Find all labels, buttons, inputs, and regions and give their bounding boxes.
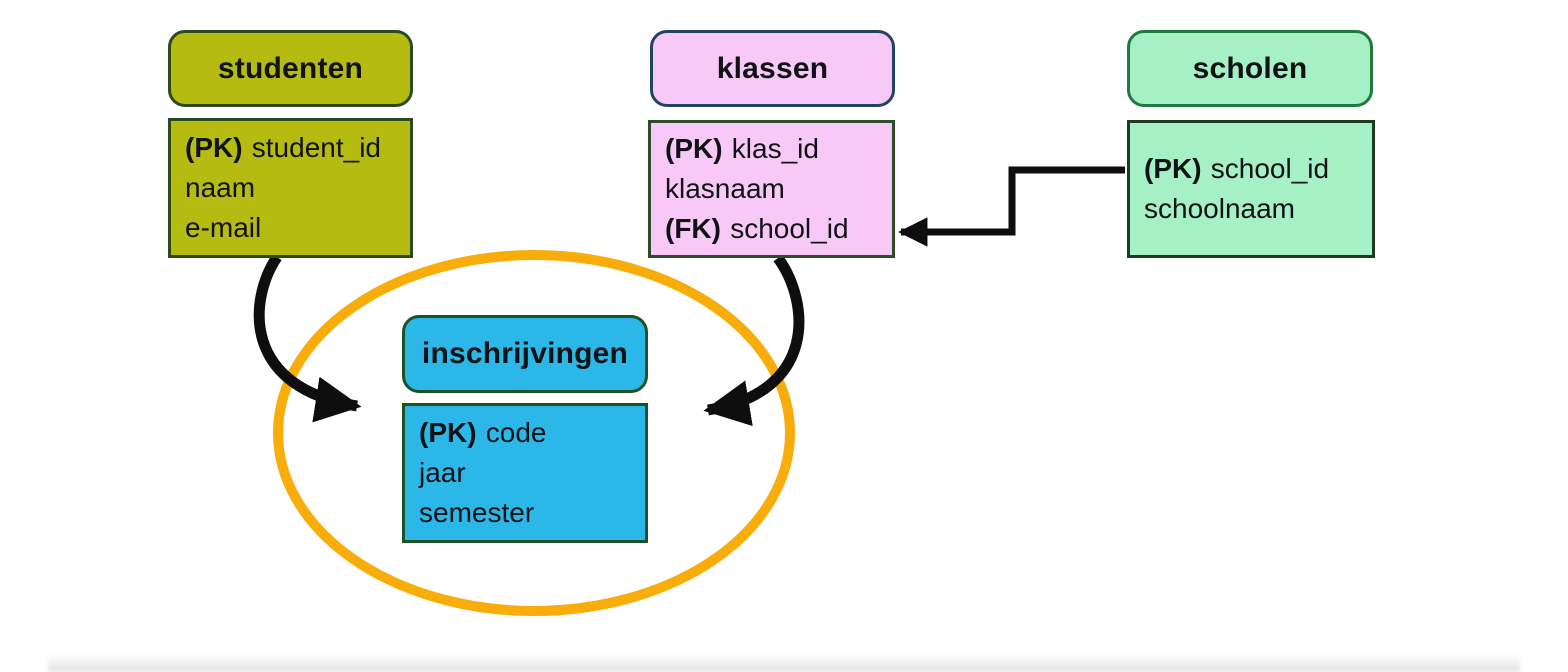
table-header-inschrijvingen: inschrijvingen	[402, 315, 648, 393]
table-title-inschrijvingen: inschrijvingen	[421, 337, 629, 370]
field-row: (PK) klas_id	[665, 129, 892, 169]
table-title-klassen: klassen	[716, 51, 829, 85]
field-key-prefix: (PK)	[185, 132, 243, 163]
field-row: (PK) student_id	[185, 128, 410, 168]
field-name: semester	[419, 497, 535, 528]
field-name: school_id	[1210, 153, 1330, 184]
field-name: e-mail	[185, 212, 262, 243]
field-name: klasnaam	[665, 173, 785, 204]
field-name: naam	[185, 172, 256, 203]
field-name: code	[485, 417, 547, 448]
field-row: semester	[419, 493, 645, 533]
table-fields-studenten: (PK) student_id naam e-mail	[168, 118, 413, 258]
studenten-to-inschrijvingen-arrow	[253, 253, 362, 423]
field-name: schoolnaam	[1144, 193, 1295, 224]
field-key-prefix: (FK)	[665, 213, 721, 244]
table-header-scholen: scholen	[1127, 30, 1373, 107]
field-key-prefix: (PK)	[1144, 153, 1202, 184]
table-header-studenten: studenten	[168, 30, 413, 107]
field-row: e-mail	[185, 208, 410, 248]
table-fields-scholen: (PK) school_id schoolnaam	[1127, 120, 1375, 258]
field-row: (FK) school_id	[665, 209, 892, 249]
field-row: (PK) school_id	[1144, 149, 1372, 189]
junction-highlight-ellipse	[273, 250, 795, 616]
field-name: student_id	[251, 132, 381, 163]
bottom-shadow-artifact	[48, 654, 1520, 672]
table-fields-klassen: (PK) klas_id klasnaam (FK) school_id	[648, 120, 895, 258]
field-name: klas_id	[731, 133, 819, 164]
table-title-scholen: scholen	[1192, 51, 1308, 85]
scholen-to-klassen-arrow	[898, 166, 1125, 247]
field-name: school_id	[730, 213, 849, 244]
field-row: (PK) code	[419, 413, 645, 453]
field-row: schoolnaam	[1144, 189, 1372, 229]
field-key-prefix: (PK)	[419, 417, 477, 448]
field-row: jaar	[419, 453, 645, 493]
table-title-studenten: studenten	[217, 51, 364, 85]
klassen-to-inschrijvingen-arrow	[703, 254, 805, 427]
field-row: naam	[185, 168, 410, 208]
field-row: klasnaam	[665, 169, 892, 209]
field-key-prefix: (PK)	[665, 133, 723, 164]
table-header-klassen: klassen	[650, 30, 895, 107]
table-fields-inschrijvingen: (PK) code jaar semester	[402, 403, 648, 543]
field-name: jaar	[419, 457, 466, 488]
